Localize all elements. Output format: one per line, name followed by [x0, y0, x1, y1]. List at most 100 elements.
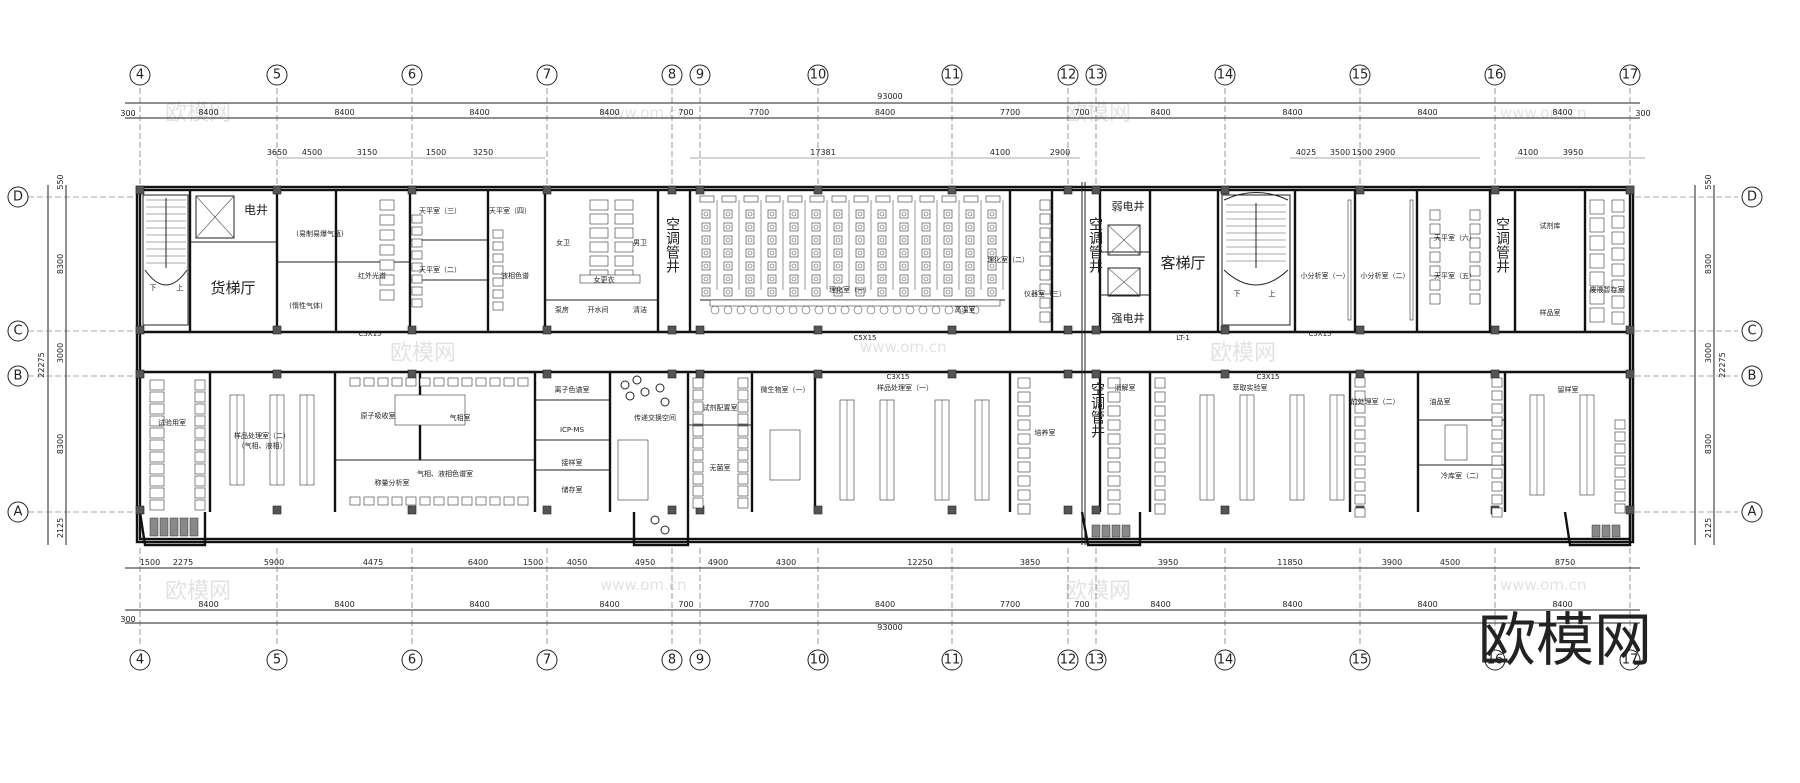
grid-bubble-top-16: 16: [1484, 64, 1506, 86]
svg-text:15: 15: [1352, 68, 1369, 83]
grid-bubble-right-C: C: [1741, 320, 1763, 342]
room-gas-chrom: 气相室: [450, 413, 471, 422]
room-liquid-chrom: 液相色谱: [501, 271, 529, 280]
stair-up-label: 上: [177, 283, 184, 292]
dimension-left: 8300: [56, 254, 65, 274]
dimension-right: 8300: [1704, 254, 1713, 274]
dimension-bottom: 700: [678, 600, 693, 609]
watermark-url: www.om.cn: [1500, 104, 1587, 122]
grid-bubble-top-17: 17: [1619, 64, 1641, 86]
grid-bubble-bottom-12: 12: [1057, 649, 1079, 671]
svg-text:13: 13: [1088, 653, 1105, 668]
room-female-wc: 女卫: [556, 238, 570, 247]
dimension-top: 7700: [1000, 108, 1020, 117]
window-mark: C5X15: [1308, 330, 1331, 338]
dimension-bottom-sub: 4050: [567, 558, 587, 567]
grid-bubble-right-B: B: [1741, 365, 1763, 387]
dimension-left: 2125: [56, 518, 65, 538]
dimension-bottom: 8400: [334, 600, 354, 609]
svg-text:6: 6: [408, 68, 416, 83]
watermark-layer: 欧模网 www.om.cn 欧模网 www.om.cn 欧模网 www.om.c…: [165, 101, 1587, 604]
dimension-top: 8400: [1552, 108, 1572, 117]
dimension-bottom-sub: 12250: [907, 558, 932, 567]
grid-bubble-right-D: D: [1741, 186, 1763, 208]
watermark-url: www.om.cn: [860, 338, 947, 356]
dimension-top: 7700: [749, 108, 769, 117]
grid-bubble-left-B: B: [7, 365, 29, 387]
dimension-left: 3000: [56, 343, 65, 363]
room-sample: 样品室: [1540, 308, 1561, 317]
dimension-bottom-sub: 4500: [1440, 558, 1460, 567]
watermark: 欧模网: [165, 101, 231, 126]
room-reagent: 试剂库: [1540, 221, 1561, 230]
room-ac-shaft: 空调管井: [1087, 217, 1103, 274]
grid-bubble-top-13: 13: [1085, 64, 1107, 86]
dimension-bottom: 7700: [1000, 600, 1020, 609]
grid-bubble-top-12: 12: [1057, 64, 1079, 86]
dimension-bottom-sub: 4950: [635, 558, 655, 567]
dimension-bottom-sub: 8750: [1555, 558, 1575, 567]
svg-text:D: D: [1747, 190, 1757, 205]
stair-down-label: 下: [150, 284, 157, 292]
grid-bubble-right-A: A: [1741, 501, 1763, 523]
room-aseptic: 无菌室: [710, 463, 731, 472]
room-culture: 培养室: [1035, 428, 1056, 437]
svg-text:10: 10: [810, 653, 827, 668]
window-mark: C5X15: [358, 330, 381, 338]
window-mark: C5X15: [853, 334, 876, 342]
room-reception: 接样室: [562, 458, 583, 467]
dimension-bottom-sub: 11850: [1277, 558, 1302, 567]
room-pump: 泵房: [555, 305, 569, 314]
grid-bubble-top-4: 4: [129, 64, 151, 86]
dimension-top: 8400: [1417, 108, 1437, 117]
svg-text:12: 12: [1060, 68, 1077, 83]
dimension-bottom-sub: 3900: [1382, 558, 1402, 567]
dimension-top-sub: 3150: [357, 148, 377, 157]
right-total-dimension: 22275: [1718, 352, 1727, 377]
dimension-bottom: 8400: [1552, 600, 1572, 609]
dimension-top-sub: 1500: [1352, 148, 1372, 157]
room-high-temp: 高温室: [955, 305, 976, 314]
svg-text:16: 16: [1487, 68, 1504, 83]
left-total-dimension: 22275: [37, 352, 46, 377]
svg-text:8: 8: [668, 68, 676, 83]
stair-down-label: 下: [1234, 290, 1241, 298]
dimension-right: 550: [1704, 174, 1713, 189]
room-sample-keep: 留样室: [1558, 385, 1579, 394]
room-weak-shaft: 弱电井: [1112, 199, 1145, 213]
dimension-top: 8400: [599, 108, 619, 117]
dimension-top: 8400: [198, 108, 218, 117]
room-icp: ICP-MS: [560, 426, 585, 434]
room-water: 开水间: [588, 305, 609, 314]
svg-text:9: 9: [696, 653, 704, 668]
room-reagent-prep: 试剂配置室: [703, 403, 738, 412]
room-extraction: 萃取实验室: [1233, 383, 1268, 392]
room-gas-liquid: 气相、液相色谱室: [417, 469, 473, 478]
svg-text:4: 4: [136, 68, 144, 83]
room-infrared: 红外光谱: [358, 271, 386, 280]
overall-dimension-bottom: 93000: [877, 623, 902, 632]
dimension-right: 8300: [1704, 434, 1713, 454]
room-test-lab: 试验用室: [158, 418, 186, 427]
grid-bubble-bottom-4: 4: [129, 649, 151, 671]
room-micro: 微生物室（一）: [761, 385, 810, 394]
room-labels: 货梯厅 电井 弱电井 强电井 客梯厅 空调管井 空调管井 空调管井 空调管井 (…: [158, 199, 1625, 494]
svg-text:8: 8: [668, 653, 676, 668]
grid-bubble-bottom-10: 10: [807, 649, 829, 671]
dimension-top-sub: 1500: [426, 148, 446, 157]
grid-bubble-top-11: 11: [941, 64, 963, 86]
window-mark: C3X15: [1256, 373, 1279, 381]
grid-bubble-top-8: 8: [661, 64, 683, 86]
dimension-top-sub: 3250: [473, 148, 493, 157]
grid-bubble-bottom-16: 16: [1484, 649, 1506, 671]
room-electric-shaft: 电井: [244, 203, 268, 217]
room-exchange: 传递交换空间: [634, 413, 676, 422]
room-balance-3: 天平室（三）: [419, 206, 461, 215]
room-lab-1: 理化室（一）: [829, 285, 871, 294]
room-sample-prep-note: （气相、液相）: [238, 441, 287, 450]
grid-bubble-bottom-11: 11: [941, 649, 963, 671]
room-ac-shaft: 空调管井: [1089, 382, 1105, 439]
